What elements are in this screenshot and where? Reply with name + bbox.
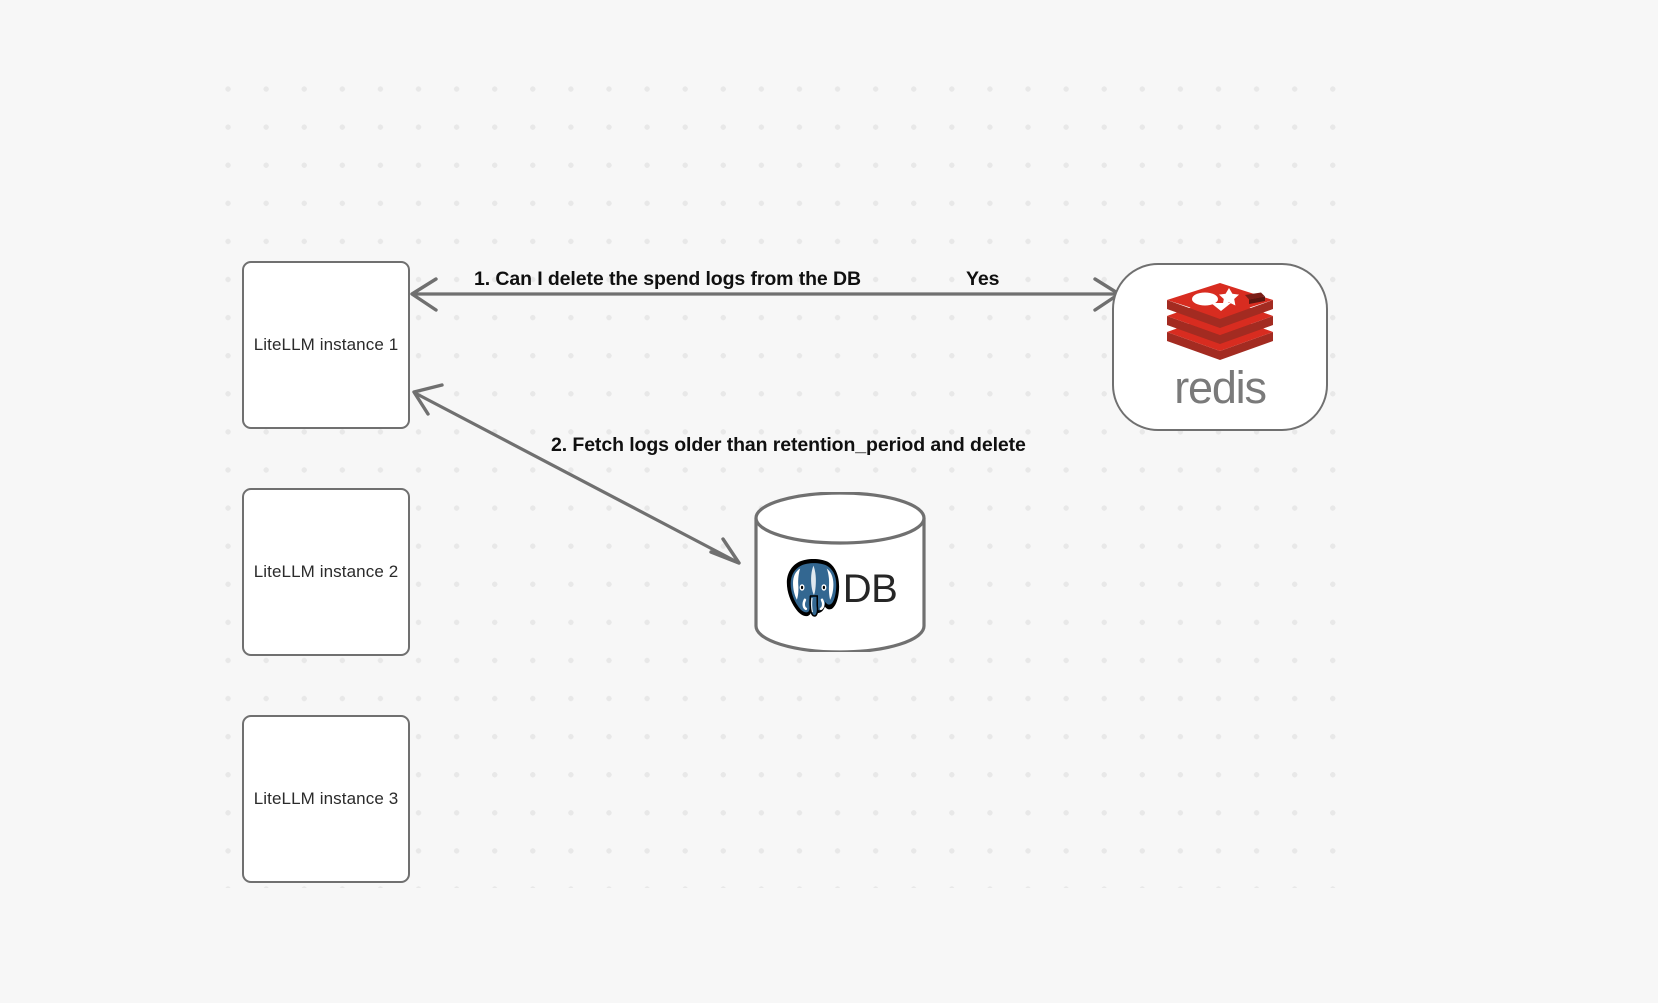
db-content: DB <box>753 492 927 652</box>
redis-logo-wrap: redis <box>1161 282 1279 410</box>
node-litellm-instance-2-label: LiteLLM instance 2 <box>253 562 399 581</box>
redis-wordmark: redis <box>1174 362 1267 413</box>
edge-label-yes: Yes <box>966 268 1000 290</box>
edge-label-step-1: 1. Can I delete the spend logs from the … <box>474 268 861 290</box>
edge-label-step-2: 2. Fetch logs older than retention_perio… <box>551 434 1026 456</box>
node-litellm-instance-1[interactable]: LiteLLM instance 1 <box>242 261 410 429</box>
node-litellm-instance-1-label: LiteLLM instance 1 <box>253 335 399 354</box>
db-label: DB <box>842 566 898 611</box>
postgresql-elephant-icon <box>786 558 839 617</box>
redis-logo-icon <box>1167 283 1273 360</box>
node-redis[interactable]: redis <box>1112 263 1328 431</box>
node-litellm-instance-2[interactable]: LiteLLM instance 2 <box>242 488 410 656</box>
edge-litellm1-db <box>412 383 741 565</box>
cylinder-shape <box>754 492 926 652</box>
node-litellm-instance-3-label: LiteLLM instance 3 <box>253 789 399 808</box>
db-logo-row: DB <box>783 557 898 621</box>
node-database[interactable]: DB <box>753 492 927 652</box>
node-litellm-instance-3[interactable]: LiteLLM instance 3 <box>242 715 410 883</box>
